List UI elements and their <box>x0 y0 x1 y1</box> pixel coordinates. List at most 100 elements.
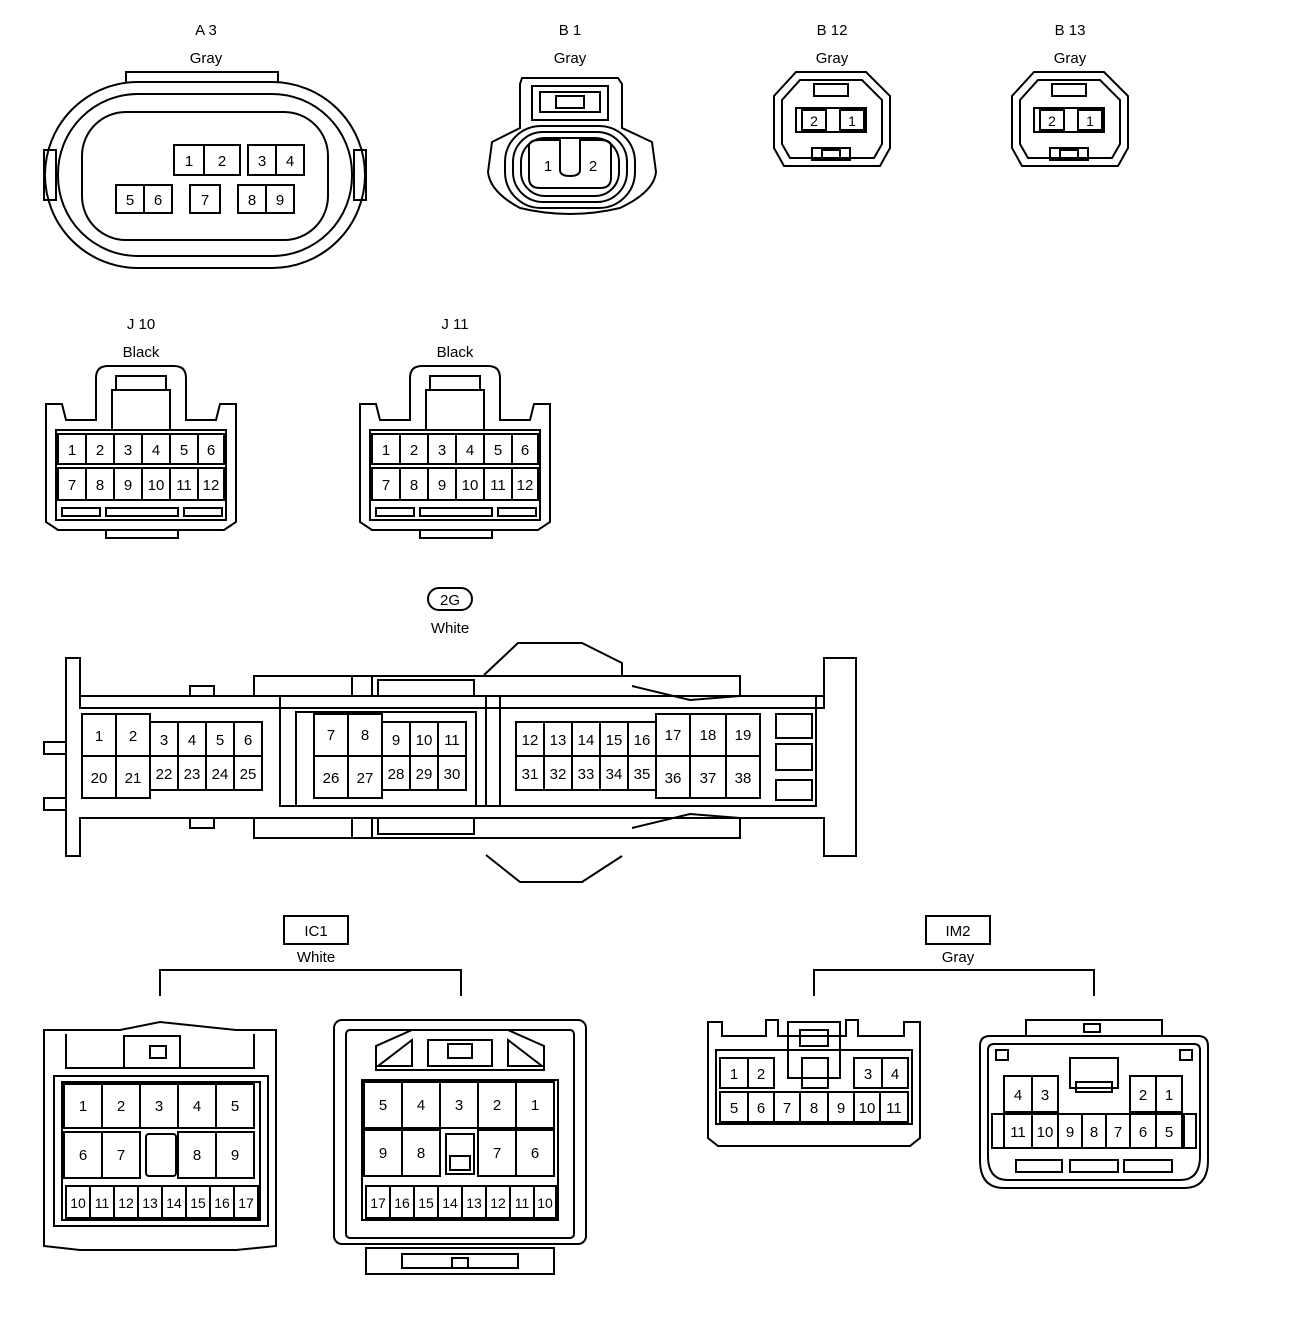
connector-j11: J 11 Black 1 2 3 4 5 6 7 8 9 10 11 12 <box>359 316 551 539</box>
a3-pins: 1 2 3 4 5 6 7 8 9 <box>115 144 305 214</box>
ic1-left-pin: 15 <box>190 1195 206 1211</box>
connector-b1-color: Gray <box>554 50 587 67</box>
2g-pin: 5 <box>216 732 224 749</box>
a3-pin: 9 <box>276 192 284 209</box>
ic1-right-pin: 17 <box>370 1195 386 1211</box>
ic1-right-pin: 2 <box>493 1097 501 1114</box>
connector-b12: B 12 Gray 2 1 <box>773 22 891 167</box>
ic1-right-pin: 12 <box>490 1195 506 1211</box>
2g-pin: 11 <box>444 732 460 749</box>
connector-b13-code: B 13 <box>1055 22 1086 39</box>
ic1-left-pin: 8 <box>193 1147 201 1164</box>
im2-left-pin: 9 <box>837 1100 845 1117</box>
j11-pin: 4 <box>466 442 474 459</box>
ic1-left-pin: 3 <box>155 1098 163 1115</box>
2g-pin: 8 <box>361 727 369 744</box>
2g-pin: 24 <box>212 766 229 783</box>
j10-pins: 1 2 3 4 5 6 7 8 9 10 11 12 <box>57 433 225 501</box>
ic1-left-pin: 13 <box>142 1195 158 1211</box>
2g-pin: 19 <box>735 727 752 744</box>
connector-a3: A 3 Gray 1 2 3 4 5 6 7 8 9 <box>43 22 367 269</box>
2g-pin: 30 <box>444 766 461 783</box>
2g-pin: 16 <box>634 732 651 749</box>
2g-pin: 20 <box>91 770 108 787</box>
ic1-left-pin: 2 <box>117 1098 125 1115</box>
j11-pin: 12 <box>517 477 534 494</box>
connector-b1-code: B 1 <box>559 22 582 39</box>
connector-im2-color: Gray <box>942 949 975 966</box>
im2-right-pin: 3 <box>1041 1087 1049 1104</box>
2g-pin: 38 <box>735 770 752 787</box>
2g-pin: 6 <box>244 732 252 749</box>
a3-pin: 2 <box>218 153 226 170</box>
a3-pin: 5 <box>126 192 134 209</box>
2g-pin: 36 <box>665 770 682 787</box>
2g-pin: 35 <box>634 766 651 783</box>
2g-pins: 1 2 3 4 5 6 20 21 22 23 24 25 7 8 9 10 1… <box>81 713 761 799</box>
ic1-left-pin: 12 <box>118 1195 134 1211</box>
im2-left-pin: 1 <box>730 1066 738 1083</box>
ic1-right-pin: 1 <box>531 1097 539 1114</box>
2g-pin: 28 <box>388 766 405 783</box>
j11-pin: 8 <box>410 477 418 494</box>
2g-pin: 21 <box>125 770 142 787</box>
ic1-left-pin: 5 <box>231 1098 239 1115</box>
connector-im2-code-box <box>925 915 991 945</box>
connector-ic1-code: IC1 <box>304 923 327 940</box>
ic1-right-pin: 9 <box>379 1145 387 1162</box>
im2-right-pin: 9 <box>1066 1124 1074 1141</box>
j11-pins: 1 2 3 4 5 6 7 8 9 10 11 12 <box>371 433 539 501</box>
im2-right-pin: 4 <box>1014 1087 1022 1104</box>
2g-pin: 26 <box>323 770 340 787</box>
connector-2g: 2G White 1 2 3 4 5 6 20 <box>43 587 857 883</box>
2g-pin: 22 <box>156 766 173 783</box>
im2-right-pin: 10 <box>1037 1124 1054 1141</box>
j10-pin: 10 <box>148 477 165 494</box>
2g-pin: 29 <box>416 766 433 783</box>
b12-pin: 2 <box>810 113 818 129</box>
ic1-right-pin: 13 <box>466 1195 482 1211</box>
connector-im2: IM2 Gray 1 2 3 4 5 6 7 8 9 10 11 <box>707 915 1209 1189</box>
a3-pin: 4 <box>286 153 294 170</box>
connector-b12-color: Gray <box>816 50 849 67</box>
j10-pin: 11 <box>176 477 192 494</box>
connector-b13: B 13 Gray 2 1 <box>1011 22 1129 167</box>
j10-pin: 9 <box>124 477 132 494</box>
2g-pin: 7 <box>327 727 335 744</box>
2g-pin: 15 <box>606 732 623 749</box>
ic1-right-pin: 4 <box>417 1097 425 1114</box>
im2-right-pin: 7 <box>1114 1124 1122 1141</box>
j11-pin: 2 <box>410 442 418 459</box>
connector-j10-color: Black <box>123 344 160 361</box>
j11-pin: 9 <box>438 477 446 494</box>
ic1-right-pin: 3 <box>455 1097 463 1114</box>
j10-pin: 6 <box>207 442 215 459</box>
2g-pin: 37 <box>700 770 717 787</box>
a3-pin: 8 <box>248 192 256 209</box>
ic1-right-pin: 6 <box>531 1145 539 1162</box>
ic1-left-pin: 10 <box>70 1195 86 1211</box>
ic1-right-pin: 14 <box>442 1195 458 1211</box>
ic1-left-pin: 9 <box>231 1147 239 1164</box>
ic1-right-pin: 8 <box>417 1145 425 1162</box>
2g-pin: 1 <box>95 728 103 745</box>
a3-pin: 6 <box>154 192 162 209</box>
connector-2g-code: 2G <box>440 592 460 609</box>
j11-pin: 5 <box>494 442 502 459</box>
j10-pin: 5 <box>180 442 188 459</box>
im2-left-view: 1 2 3 4 5 6 7 8 9 10 11 <box>707 1019 921 1147</box>
ic1-right-pin: 5 <box>379 1097 387 1114</box>
im2-left-pin: 5 <box>730 1100 738 1117</box>
j11-pin: 10 <box>462 477 479 494</box>
ic1-right-pin: 7 <box>493 1145 501 1162</box>
im2-left-pin: 2 <box>757 1066 765 1083</box>
b1-pin: 1 <box>544 158 552 175</box>
ic1-right-pin: 11 <box>515 1195 530 1211</box>
im2-right-pin: 8 <box>1090 1124 1098 1141</box>
j11-pin: 11 <box>490 477 506 494</box>
ic1-right-pin: 15 <box>418 1195 434 1211</box>
im2-left-pin: 10 <box>859 1100 876 1117</box>
2g-pin: 32 <box>550 766 567 783</box>
connector-b13-color: Gray <box>1054 50 1087 67</box>
